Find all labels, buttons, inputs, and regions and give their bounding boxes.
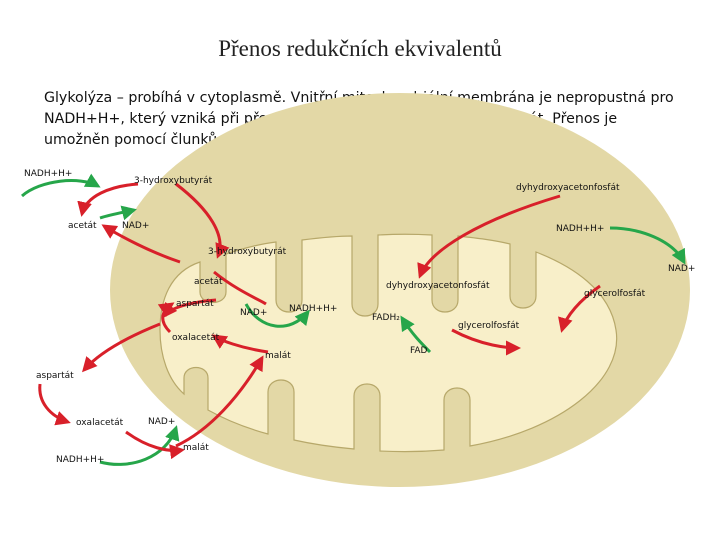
label-nad-outer-left: NAD+ xyxy=(122,221,149,231)
label-nadh-outer-right: NADH+H+ xyxy=(556,224,604,234)
page-title: Přenos redukčních ekvivalentů xyxy=(218,36,502,61)
red-arrow-aspartate-out xyxy=(82,322,161,373)
label-oxaloacetate-outer: oxalacetát xyxy=(76,418,124,428)
red-arrow-hydroxybutyrate-outer-to-inner xyxy=(175,182,230,259)
label-nad-inner: NAD+ xyxy=(240,308,267,318)
label-oxaloacetate-inner: oxalacetát xyxy=(172,333,220,343)
label-hydroxybutyrate-inner: 3-hydroxybutyrát xyxy=(208,247,287,257)
label-nadh-inner: NADH+H+ xyxy=(289,304,337,314)
label-fad: FAD xyxy=(410,346,428,356)
label-malate-outer: malát xyxy=(183,443,209,453)
red-arrow-acetate-inner-to-outer xyxy=(101,224,181,264)
label-aspartate-inner: aspartát xyxy=(176,299,214,309)
red-arrow-hydroxybutyrate-to-acetate xyxy=(77,182,139,217)
label-dihydroxyacetone-inner: dyhydroxyacetonfosfát xyxy=(386,281,490,291)
label-hydroxybutyrate-outer: 3-hydroxybutyrát xyxy=(134,176,213,186)
red-arrow-dihydroxyacetone-outer xyxy=(417,194,561,279)
label-dihydroxyacetone-outer: dyhydroxyacetonfosfát xyxy=(516,183,620,193)
label-acetate-outer: acetát xyxy=(68,221,97,231)
red-arrow-oxaloacetate-to-aspartate xyxy=(157,302,175,334)
label-nadh-top-left: NADH+H+ xyxy=(24,169,72,179)
red-arrow-malate-in xyxy=(175,355,264,448)
label-glycerolphosphate-inner: glycerolfosfát xyxy=(458,321,520,331)
label-nad-far-right: NAD+ xyxy=(668,264,695,274)
label-aspartate-outer: aspartát xyxy=(36,371,74,381)
label-acetate-inner: acetát xyxy=(194,277,223,287)
label-fadh2: FADH₂ xyxy=(372,313,400,323)
red-arrow-oxaloacetate-to-malate xyxy=(125,430,185,460)
green-arrow-nad-nadh-inner xyxy=(244,303,310,328)
red-arrow-acetate-inner xyxy=(213,270,267,306)
green-arrow-nadh-bottom xyxy=(99,425,180,466)
label-nadh-bottom: NADH+H+ xyxy=(56,455,104,465)
label-nad-bottom: NAD+ xyxy=(148,417,175,427)
red-arrow-glycerolphosphate-inner xyxy=(451,328,521,356)
green-arrow-nadh-right xyxy=(609,226,686,265)
green-arrow-nadh-top xyxy=(21,173,101,198)
label-malate-inner: malát xyxy=(265,351,291,361)
inner-membrane-matrix xyxy=(159,233,618,453)
green-arrow-nad-left xyxy=(99,205,137,221)
red-arrow-malate-to-oxaloacetate xyxy=(211,334,269,354)
red-arrow-aspartate-to-oxaloacetate xyxy=(38,383,71,426)
green-arrow-fadh2 xyxy=(400,315,432,354)
red-arrow-glycerolphosphate-outer-in xyxy=(558,284,601,333)
label-glycerolphosphate-outer: glycerolfosfát xyxy=(584,289,646,299)
